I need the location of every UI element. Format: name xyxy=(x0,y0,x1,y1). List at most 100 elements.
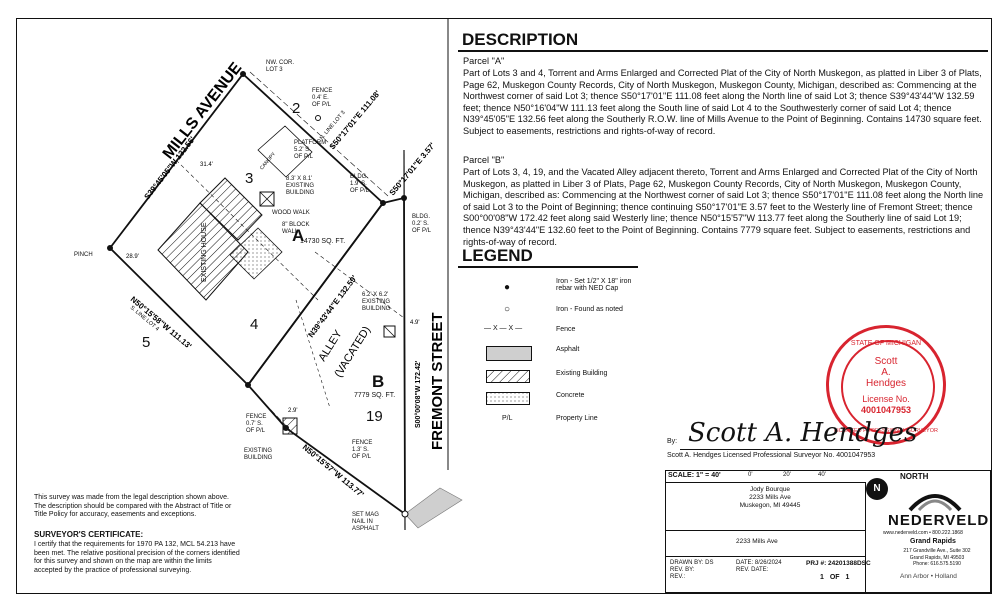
nederveld-arch-logo xyxy=(908,494,962,512)
note-pinch: PINCH xyxy=(74,252,93,258)
legend-item-asphalt: Asphalt xyxy=(470,344,630,364)
note-mag-nail: SET MAG NAIL IN ASPHALT xyxy=(352,512,379,532)
office-addr1: 217 Grandville Ave., Suite 302 xyxy=(903,548,971,554)
north-arrow-icon: N xyxy=(866,478,888,500)
client-name: Jody Bourque xyxy=(749,486,791,493)
concrete-pad xyxy=(229,227,283,280)
canopy xyxy=(257,125,313,178)
found-iron xyxy=(315,115,321,121)
seal-name2: A. xyxy=(881,367,891,378)
rev: REV.: xyxy=(670,574,686,580)
drawn-by: DRAWN BY: DS xyxy=(670,560,714,566)
lot-line-east xyxy=(314,251,405,319)
lot-number-4: 4 xyxy=(250,316,259,333)
scale-label: SCALE: 1" = 40' xyxy=(668,472,721,479)
description-heading: DESCRIPTION xyxy=(462,30,579,49)
cert-text: I certify that the requirements for 1970… xyxy=(34,541,240,574)
signature-line xyxy=(680,449,860,450)
legend-item-property-line: P/L Property Line xyxy=(470,413,630,433)
scale-tick-0: 0' xyxy=(748,472,753,478)
parcel-a-title: Parcel "A" xyxy=(463,56,505,66)
existing-building-small xyxy=(259,191,275,207)
office-name: Grand Rapids xyxy=(910,538,956,545)
project-number: PRJ #: 24201388DSC xyxy=(806,560,871,567)
parcel-b-text: Part of Lots 3, 4, 19, and the Vacated A… xyxy=(463,167,984,247)
iron-set-icon: ● xyxy=(504,282,511,293)
note-fence-sw: FENCE 0.7' S. OF P/L xyxy=(246,414,267,434)
legend-item-iron-found: ○ Iron - Found as noted xyxy=(470,304,630,324)
setback-31-4: 31.4' xyxy=(200,162,213,168)
note-nw-corner: NW. COR. LOT 3 xyxy=(266,60,294,73)
iron-found-icon: ○ xyxy=(504,304,511,315)
parcel-b-label: B xyxy=(372,372,385,391)
seal-bottom: LICENSED PROFESSIONAL SURVEYOR xyxy=(834,428,938,434)
survey-note: This survey was made from the legal desc… xyxy=(34,494,232,518)
lot-number-5: 5 xyxy=(142,334,151,351)
setback-2-9: 2.9' xyxy=(288,408,298,414)
rev-date: REV. DATE: xyxy=(736,567,769,573)
fence-line-north xyxy=(249,71,389,197)
note-fence-top: FENCE 0.4' E. OF P/L xyxy=(312,88,333,108)
note-bldg-19: BLDG. 1.9' S. OF P/L xyxy=(350,174,370,194)
legend-label-property-line: Property Line xyxy=(556,415,598,422)
corner-s xyxy=(283,425,289,431)
rev-by: REV. BY: xyxy=(670,567,695,573)
note-existing-bldg-sw: EXISTING BUILDING xyxy=(244,448,273,461)
office-addr2: Grand Rapids, MI 49503 xyxy=(909,554,965,561)
dim-fremont: S00°00'08"W 172.42' xyxy=(414,360,422,428)
parcel-b-title: Parcel "B" xyxy=(463,155,505,165)
legend-label-iron-found: Iron - Found as noted xyxy=(556,306,623,313)
corner-nw xyxy=(240,71,246,77)
property-line-icon: P/L xyxy=(502,415,513,422)
office-address: 217 Grandville Ave., Suite 302 Grand Rap… xyxy=(892,548,982,568)
scale-tick-40: 40' xyxy=(818,472,826,478)
corner-ne xyxy=(380,200,386,206)
asphalt-area xyxy=(404,487,463,529)
legend-label-iron-set: Iron - Set 1/2" X 18" iron rebar with NE… xyxy=(556,278,632,292)
fence-icon: — X — X — xyxy=(484,325,523,332)
note-block-wall: 8" BLOCK WALL xyxy=(282,222,310,235)
corner-mid xyxy=(245,382,251,388)
sheet-count: 1 OF 1 xyxy=(820,574,849,581)
lot-number-19: 19 xyxy=(366,408,383,425)
legend-item-concrete: Concrete xyxy=(470,390,630,410)
street-mills: MILLS AVENUE xyxy=(160,59,246,162)
note-existing-bldg-small: 8.3' X 8.1' EXISTING BUILDING xyxy=(286,176,315,196)
parcel-a-text: Part of Lots 3 and 4, Torrent and Arms E… xyxy=(463,68,982,136)
concrete-swatch xyxy=(486,392,530,405)
corner-fremont xyxy=(401,195,407,201)
parcel-a-area: 14730 SQ. FT. xyxy=(300,238,346,245)
shed xyxy=(383,325,396,338)
office-phone: Phone: 616.575.5190 xyxy=(913,561,961,567)
cert-heading: SURVEYOR'S CERTIFICATE: xyxy=(34,530,144,539)
street-fremont: FREMONT STREET xyxy=(429,313,446,451)
building-swatch xyxy=(486,370,530,383)
seal-top: STATE OF MICHIGAN xyxy=(850,340,922,347)
legend-heading: LEGEND xyxy=(462,246,533,265)
parcel-a-label: A xyxy=(292,226,305,245)
scale-tick-20: 20' xyxy=(783,472,791,478)
client-addr1: 2233 Mills Ave xyxy=(749,494,791,501)
lot-number-3: 3 xyxy=(245,170,254,187)
note-platform: PLATFORM 5.2' S. OF P/L xyxy=(294,140,327,160)
house-wing xyxy=(199,177,263,241)
client-addr2: Muskegon, MI 49445 xyxy=(739,502,801,509)
parcel-b-area: 7779 SQ. FT. xyxy=(354,392,396,399)
legend-label-fence: Fence xyxy=(556,326,576,333)
lot-number-2: 2 xyxy=(292,100,301,117)
sheet-of: OF xyxy=(829,574,840,581)
sheet-total: 1 xyxy=(845,574,850,581)
company-name: NEDERVELD xyxy=(888,512,990,529)
dim-west-line: N50°15'58"W 111.13' xyxy=(129,295,194,351)
dim-east-short: S50°17'01"E 3.57' xyxy=(388,141,437,197)
site-address: 2233 Mills Ave xyxy=(736,538,778,545)
signature-caption: Scott A. Hendges Licensed Professional S… xyxy=(667,452,876,459)
legend-label-existing-building: Existing Building xyxy=(556,370,608,377)
legend-item-existing-building: Existing Building xyxy=(470,368,630,388)
date: DATE: 8/26/2024 xyxy=(736,560,782,566)
legend-rule xyxy=(458,266,638,268)
seal-name3: Hendges xyxy=(865,378,907,389)
title-block xyxy=(665,470,991,593)
seal-license-label: License No. xyxy=(862,394,910,404)
